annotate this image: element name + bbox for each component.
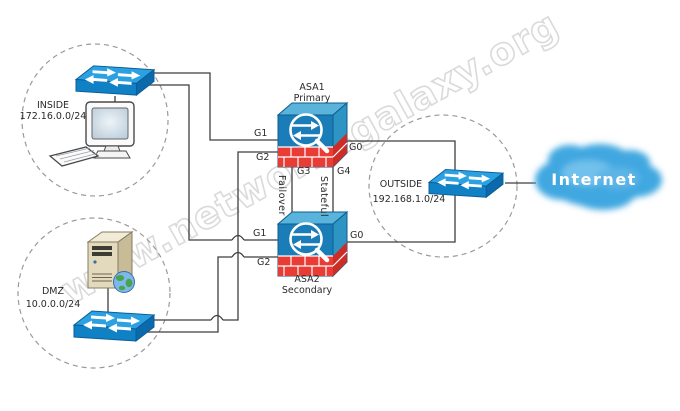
line-hop: [231, 251, 245, 258]
asa1-port-g4-label: G4: [337, 166, 351, 177]
outside-subnet-label: 192.168.1.0/24: [372, 194, 446, 205]
dmz-zone-label: DMZ: [41, 286, 65, 297]
line-hop: [210, 314, 224, 321]
asa2-port-g1-label: G1: [253, 228, 267, 239]
link-inside-asa1-g1: [150, 72, 278, 141]
asa1-port-g0-label: G0: [349, 142, 363, 153]
inside-zone-label: INSIDE: [36, 100, 70, 111]
asa2-port-g0-label: G0: [350, 230, 364, 241]
asa1-port-g2-label: G2: [256, 152, 270, 163]
asa1-port-g1-label: G1: [254, 128, 268, 139]
internet-label: Internet: [551, 170, 637, 189]
asa1-role-label: Primary: [293, 93, 331, 104]
link-asa2-g2-dmz: [146, 256, 278, 333]
asa2-firewall-icon: [277, 211, 349, 279]
asa2-port-g2-label: G2: [257, 257, 271, 268]
asa2-role-label: Secondary: [281, 285, 333, 296]
outside-zone-circle: [368, 114, 518, 258]
dmz-switch-icon: [70, 304, 158, 344]
failover-link-label: Failover: [276, 175, 287, 216]
inside-workstation-icon: [48, 100, 138, 170]
inside-subnet-label: 172.16.0.0/24: [19, 111, 87, 122]
asa1-name-label: ASA1: [299, 82, 325, 93]
asa2-name-label: ASA2: [294, 274, 320, 285]
inside-switch-icon: [72, 59, 158, 98]
inside-zone-circle: [21, 43, 169, 197]
dmz-server-icon: [82, 230, 146, 296]
outside-zone-label: OUTSIDE: [379, 179, 423, 190]
dmz-zone-circle: [17, 217, 171, 369]
link-asa1-g2-dmz: [150, 151, 278, 321]
asa1-firewall-icon: [277, 102, 349, 170]
asa1-port-g3-label: G3: [297, 166, 311, 177]
link-inside-asa2-g1: [148, 84, 278, 241]
dmz-subnet-label: 10.0.0.0/24: [25, 299, 81, 310]
outside-switch-icon: [425, 163, 507, 200]
stateful-link-label: Stateful: [318, 176, 329, 218]
internet-cloud-icon: Internet: [518, 128, 678, 228]
